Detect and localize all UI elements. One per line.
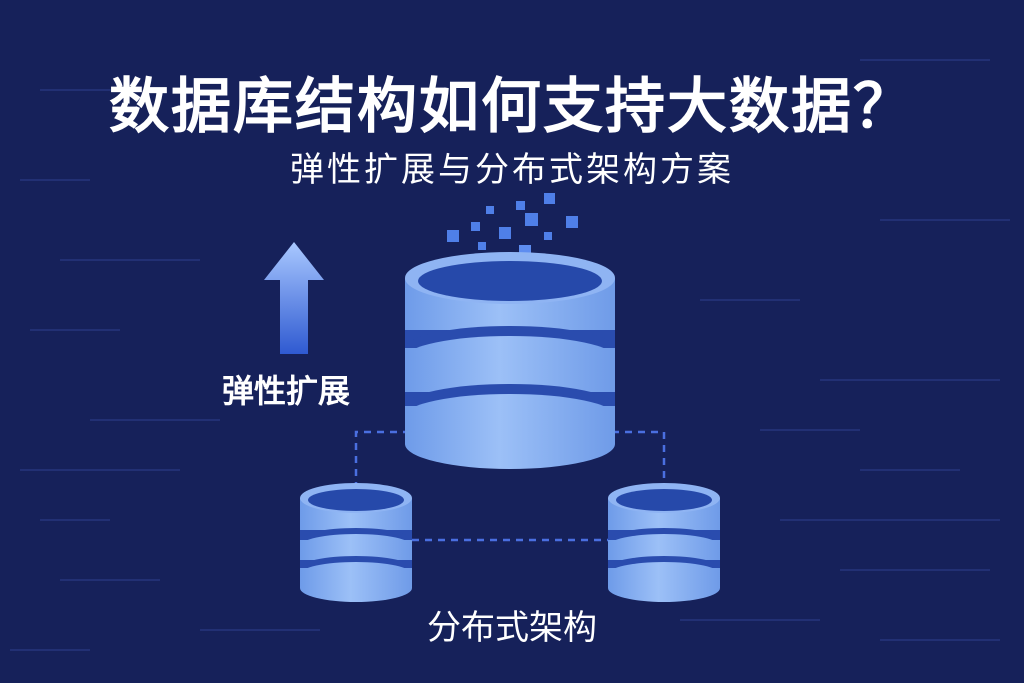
distributed-architecture-label: 分布式架构 bbox=[427, 608, 597, 648]
main-database-icon bbox=[405, 252, 615, 469]
elastic-scaling-label: 弹性扩展 bbox=[222, 372, 351, 410]
right-node-database-icon bbox=[608, 483, 720, 602]
page-title: 数据库结构如何支持大数据？ bbox=[109, 72, 915, 142]
up-arrow-icon bbox=[264, 242, 324, 354]
connector-lines bbox=[354, 430, 666, 542]
page-subtitle: 弹性扩展与分布式架构方案 bbox=[290, 150, 734, 190]
left-node-database-icon bbox=[300, 483, 412, 602]
